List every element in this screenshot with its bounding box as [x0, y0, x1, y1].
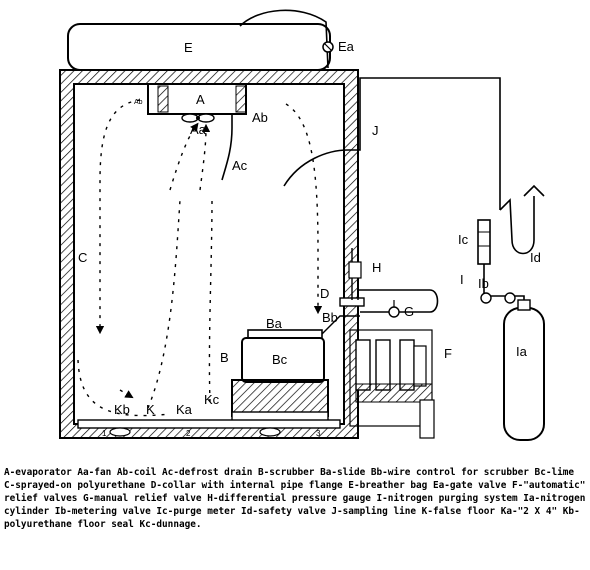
label-Aa: Aa	[190, 122, 207, 137]
insulated-wall	[59, 69, 359, 439]
label-J: J	[372, 123, 379, 138]
label-B: B	[220, 350, 229, 365]
label-Ba: Ba	[266, 316, 283, 331]
label-I: I	[460, 272, 464, 287]
gate-valve-icon	[322, 41, 334, 53]
breather-bag-tube	[239, 9, 329, 69]
label-C: C	[78, 250, 87, 265]
label-Ab-small: Ab	[134, 99, 143, 106]
label-Bc: Bc	[272, 352, 288, 367]
scrubber	[231, 329, 329, 423]
fan-icon	[181, 113, 215, 123]
manual-relief-valve-icon	[388, 300, 400, 318]
cold-storage-diagram: E Ea A Ab Aa Ab Ac J C Ic Id H I Ib D G …	[59, 9, 545, 441]
relief-valves	[349, 329, 435, 439]
defrost-drain	[221, 114, 233, 181]
label-H: H	[372, 260, 381, 275]
breather-bag	[67, 23, 331, 71]
label-Ab: Ab	[252, 110, 268, 125]
label-Kb: Kb	[114, 402, 130, 417]
label-floor-2: 2	[186, 429, 191, 438]
label-Ea: Ea	[338, 39, 355, 54]
label-E: E	[184, 40, 193, 55]
false-floor	[77, 419, 341, 437]
label-Ib: Ib	[478, 276, 489, 291]
figure-caption: A-evaporator Aa-fan Ab-coil Ac-defrost d…	[4, 467, 586, 530]
purge-meter	[477, 219, 491, 265]
differential-pressure-gauge	[348, 248, 362, 300]
label-F: F	[444, 346, 452, 361]
label-Kc: Kc	[204, 392, 220, 407]
label-K: K	[146, 402, 155, 417]
label-floor-1: 1	[102, 429, 107, 438]
safety-valve	[499, 184, 545, 255]
sampling-line	[283, 77, 501, 210]
label-Bb: Bb	[322, 310, 338, 325]
label-Ka: Ka	[176, 402, 193, 417]
label-Ic: Ic	[458, 232, 469, 247]
label-Ia: Ia	[516, 344, 528, 359]
metering-valve-icon	[480, 292, 516, 304]
label-G: G	[404, 304, 414, 319]
label-A: A	[196, 92, 205, 107]
label-Ac: Ac	[232, 158, 248, 173]
wire-control	[321, 315, 360, 335]
evaporator	[147, 83, 247, 115]
purge-line	[358, 289, 439, 313]
label-Id: Id	[530, 250, 541, 265]
label-floor-3: 3	[316, 429, 321, 438]
label-D: D	[320, 286, 329, 301]
nitrogen-cylinder	[503, 299, 545, 441]
